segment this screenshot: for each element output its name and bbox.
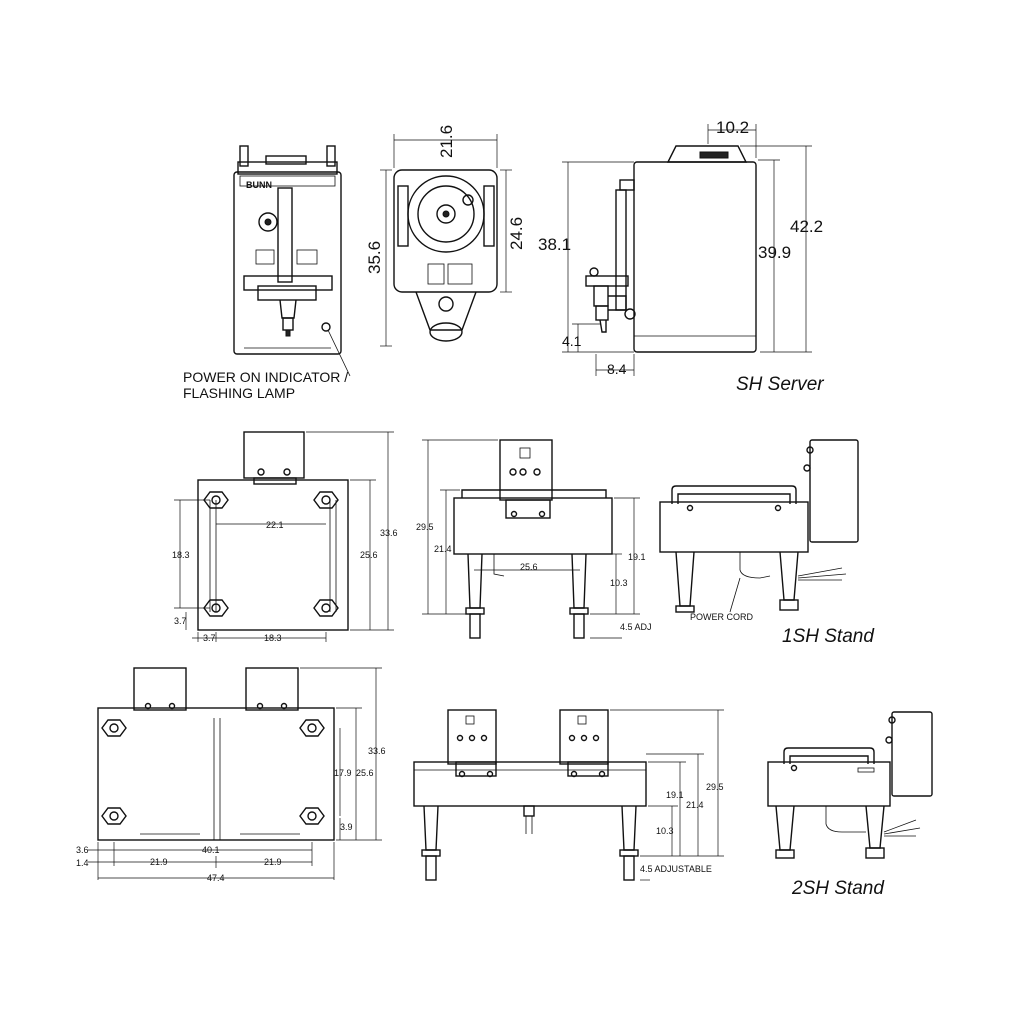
dim-front-height: 35.6 [365, 241, 384, 274]
dim-2sh-front-h2: 21.4 [686, 800, 704, 810]
sh-server-front-view: BUNN [233, 145, 342, 355]
callout-power-indicator: POWER ON INDICATOR / [183, 369, 348, 385]
dim-side-top: 10.2 [716, 118, 749, 137]
dim-2sh-adj: 4.5 ADJUSTABLE [640, 864, 712, 874]
dim-1sh-front-h4: 10.3 [610, 578, 628, 588]
dim-top-depth: 24.6 [507, 217, 526, 250]
dim-2sh-height-inner: 17.9 [334, 768, 352, 778]
dim-1sh-height-right: 25.6 [360, 550, 378, 560]
power-indicator-lamp [321, 322, 331, 332]
callout-flashing-lamp: FLASHING LAMP [183, 385, 295, 401]
dim-2sh-height-total: 33.6 [368, 746, 386, 756]
dim-side-bottom: 8.4 [607, 361, 627, 377]
dim-1sh-bottom-width: 18.3 [264, 633, 282, 643]
dim-1sh-corner-v: 3.7 [174, 616, 187, 626]
sh-server-top-view [393, 169, 498, 342]
dim-2sh-total-width: 47.4 [207, 873, 225, 883]
dim-2sh-left-b: 1.4 [76, 858, 89, 868]
brand-label: BUNN [246, 180, 272, 190]
dim-2sh-height-mid: 25.6 [356, 768, 374, 778]
dim-1sh-front-h3: 19.1 [628, 552, 646, 562]
dim-1sh-adj: 4.5 ADJ [620, 622, 652, 632]
sh-server-side-view [585, 145, 757, 353]
stand-2sh-top-view [97, 667, 335, 841]
dim-2sh-half-right: 21.9 [264, 857, 282, 867]
stand-1sh-side-view [659, 439, 859, 613]
dim-2sh-front-h1: 29.5 [706, 782, 724, 792]
dim-1sh-height-left: 18.3 [172, 550, 190, 560]
dim-side-h3: 42.2 [790, 217, 823, 236]
dim-2sh-inner-width: 40.1 [202, 845, 220, 855]
label-power-cord: POWER CORD [690, 612, 754, 622]
stand-1sh-front-view [453, 439, 613, 639]
stand-2sh-side-view [767, 711, 933, 859]
dim-side-h2: 39.9 [758, 243, 791, 262]
title-sh-server: SH Server [736, 374, 824, 395]
dim-2sh-front-h3: 19.1 [666, 790, 684, 800]
dim-2sh-front-h4: 10.3 [656, 826, 674, 836]
dim-side-low: 4.1 [562, 333, 582, 349]
dim-2sh-half-left: 21.9 [150, 857, 168, 867]
dim-1sh-height-total: 33.6 [380, 528, 398, 538]
dim-1sh-front-h2: 21.4 [434, 544, 452, 554]
dim-top-width: 21.6 [437, 125, 456, 158]
title-2sh-stand: 2SH Stand [791, 878, 885, 899]
dim-1sh-front-width: 25.6 [520, 562, 538, 572]
dim-1sh-width-inner: 22.1 [266, 520, 284, 530]
dim-1sh-front-h1: 29.5 [416, 522, 434, 532]
stand-1sh-top-view [197, 431, 349, 631]
dim-1sh-corner-h: 3.7 [203, 633, 216, 643]
stand-2sh-front-view [413, 709, 647, 881]
title-1sh-stand: 1SH Stand [782, 626, 875, 647]
dim-2sh-left-a: 3.6 [76, 845, 89, 855]
dim-2sh-corner-v: 3.9 [340, 822, 353, 832]
dim-side-h1: 38.1 [538, 235, 571, 254]
